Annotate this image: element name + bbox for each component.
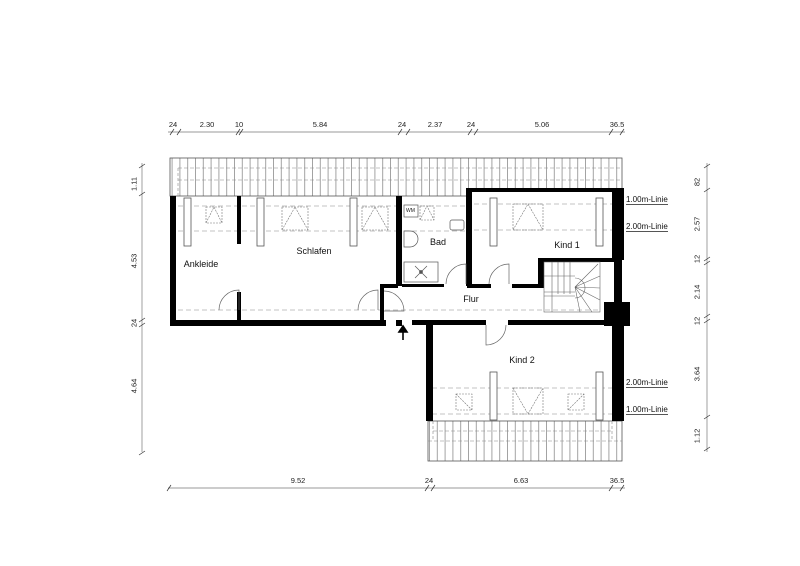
height-line-1m-bottom: 1.00m-Linie: [626, 405, 668, 415]
room-label-kind-1: Kind 1: [554, 240, 580, 250]
dim-top: 24: [168, 120, 178, 129]
room-label-bad: Bad: [429, 237, 447, 247]
bathroom-fixtures: [403, 204, 465, 283]
dim-top: 5.84: [312, 120, 328, 129]
roof-bottom: [427, 420, 623, 462]
dim-left: 24: [129, 318, 139, 328]
dim-bottom: 36.5: [609, 476, 625, 485]
dim-left: 1.11: [129, 176, 139, 192]
dim-right: 12: [692, 316, 702, 326]
dim-bottom: 9.52: [290, 476, 306, 485]
dim-right: 82: [692, 177, 702, 187]
dim-bottom: 6.63: [513, 476, 529, 485]
dimension-lines: [138, 128, 711, 492]
entrance-arrow-icon: [397, 324, 409, 340]
height-line-2m-top: 2.00m-Linie: [626, 222, 668, 232]
dim-top: 2.30: [199, 120, 215, 129]
dim-top: 5.06: [534, 120, 550, 129]
room-label-schlafen: Schlafen: [296, 246, 332, 256]
dim-top: 36.5: [609, 120, 625, 129]
dim-top: 10: [234, 120, 244, 129]
room-label-flur: Flur: [463, 294, 479, 304]
dim-right: 1.12: [692, 428, 702, 444]
height-line-1m-top: 1.00m-Linie: [626, 195, 668, 205]
dim-left: 4.53: [129, 253, 139, 269]
dim-left: 4.64: [129, 378, 139, 394]
dim-right: 12: [692, 254, 702, 264]
room-label-ankleide: Ankleide: [183, 259, 219, 269]
dim-bottom: 24: [424, 476, 434, 485]
height-line-2m-bottom: 2.00m-Linie: [626, 378, 668, 388]
washing-machine-label: WM: [406, 208, 415, 214]
dim-right: 2.57: [692, 216, 702, 232]
dim-right: 3.64: [692, 366, 702, 382]
room-label-kind-2: Kind 2: [509, 355, 535, 365]
dim-top: 24: [466, 120, 476, 129]
staircase: [543, 261, 601, 313]
dim-top: 24: [397, 120, 407, 129]
dim-top: 2.37: [427, 120, 443, 129]
dim-right: 2.14: [692, 284, 702, 300]
